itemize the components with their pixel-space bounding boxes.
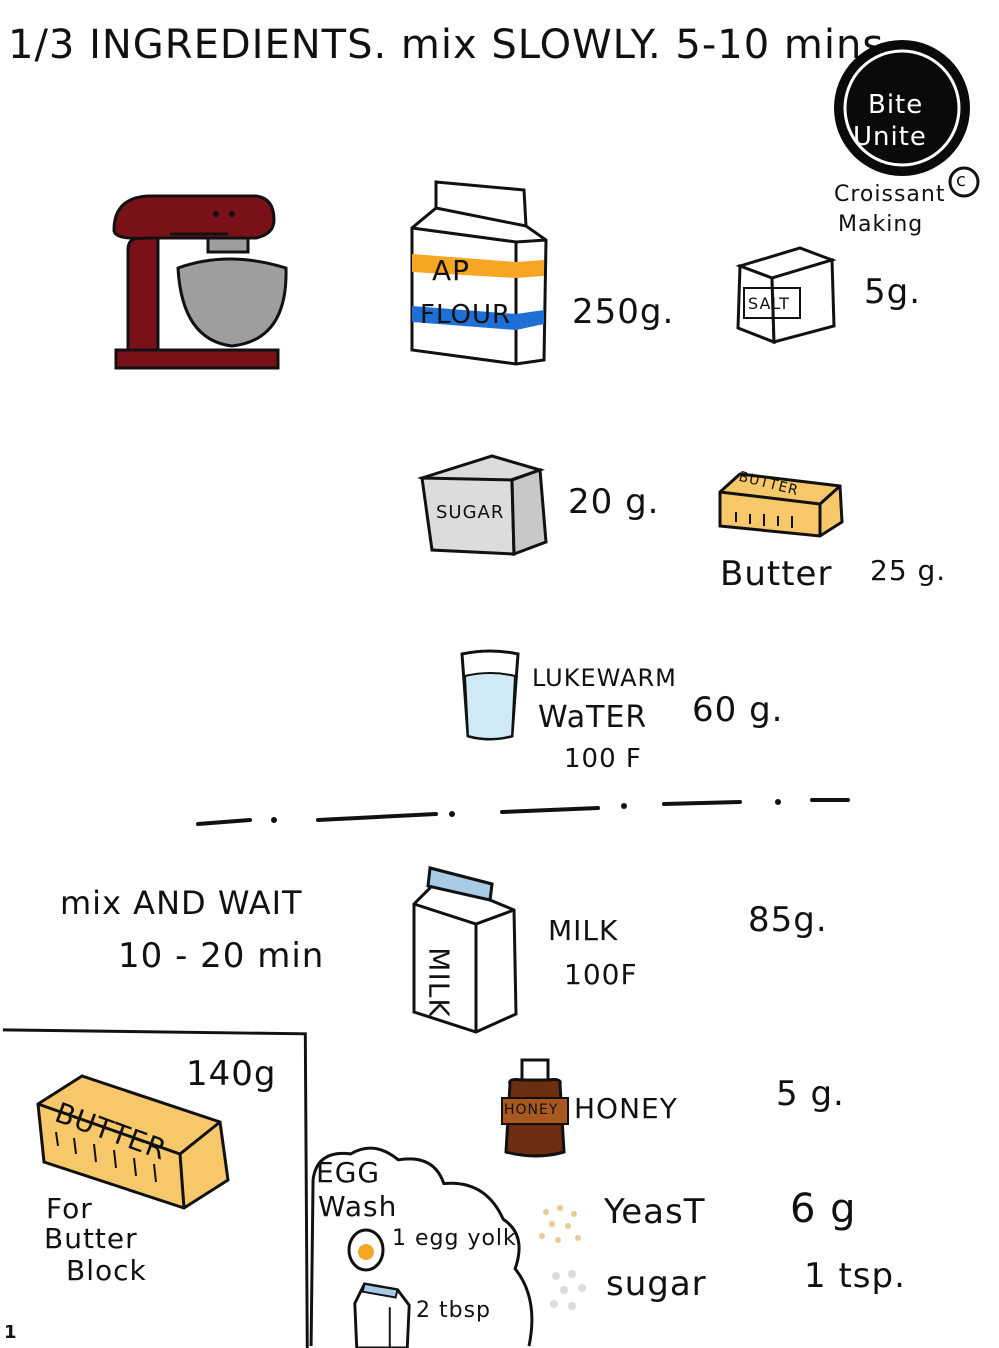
- butter-amount: 25 g.: [870, 554, 947, 587]
- milk-temperature: 100F: [564, 958, 638, 991]
- sugar-amount: 20 g.: [568, 482, 660, 522]
- stand-mixer-icon: [112, 194, 288, 370]
- milk-carton-label: MILK: [422, 947, 456, 1018]
- flour-label-line1: AP: [432, 254, 471, 287]
- egg-wash-cloud: [309, 1146, 534, 1347]
- salt-box-icon: [735, 246, 837, 345]
- milk-carton-icon: [412, 866, 518, 1034]
- logo-sub-line1: Croissant: [834, 182, 946, 207]
- flour-amount: 250g.: [572, 292, 675, 332]
- butter-stick-icon: [718, 472, 844, 538]
- bite-unite-logo: [834, 40, 980, 198]
- sugar-box-label: SUGAR: [436, 502, 505, 523]
- butter-label: Butter: [720, 554, 833, 594]
- sugar-granules-icon: [550, 1270, 586, 1310]
- butter-block-line1: For: [46, 1192, 93, 1225]
- flour-carton-icon: [410, 180, 548, 366]
- water-temperature: 100 F: [564, 744, 642, 774]
- page-number: 1: [4, 1322, 17, 1343]
- page-title: 1/3 INGREDIENTS. mix SLOWLY. 5-10 mins.: [8, 22, 898, 68]
- flour-label-line2: FLOUR: [420, 300, 512, 330]
- copyright-letter: c: [956, 170, 966, 191]
- butter-block-line2: Butter: [44, 1222, 138, 1255]
- water-label-line1: LUKEWARM: [532, 664, 677, 692]
- water-label-line2: WaTER: [538, 700, 648, 735]
- mix-wait-instruction-line1: mix AND WAIT: [60, 884, 303, 922]
- butter-block-amount: 140g: [186, 1054, 277, 1094]
- egg-wash-title-line1: EGG: [316, 1156, 381, 1189]
- sugar-small-label: sugar: [606, 1264, 707, 1304]
- honey-jar-label: HONEY: [504, 1102, 559, 1118]
- egg-yolk-icon: [347, 1228, 385, 1272]
- logo-line1: Bite: [868, 90, 924, 120]
- butter-block-icon: [36, 1074, 230, 1210]
- egg-wash-item2: 2 tbsp: [416, 1298, 492, 1323]
- honey-label: HONEY: [574, 1092, 678, 1125]
- honey-amount: 5 g.: [776, 1074, 845, 1114]
- logo-line2: Unite: [853, 122, 927, 152]
- milk-amount: 85g.: [748, 900, 828, 940]
- salt-box-label: SALT: [748, 294, 790, 313]
- egg-wash-title-line2: Wash: [318, 1190, 398, 1223]
- yeast-amount: 6 g: [790, 1186, 857, 1232]
- honey-jar-icon: [501, 1058, 569, 1158]
- egg-wash-item1: 1 egg yolk: [392, 1226, 517, 1251]
- yeast-granules-icon: [539, 1205, 581, 1243]
- copyright-icon: [948, 166, 980, 198]
- salt-amount: 5g.: [864, 272, 922, 312]
- butter-block-frame: [2, 1028, 309, 1348]
- sugar-box-icon: [417, 454, 548, 557]
- water-glass-icon: [460, 649, 520, 741]
- yeast-label: YeasT: [604, 1192, 706, 1232]
- water-amount: 60 g.: [692, 690, 784, 730]
- butter-block-line3: Block: [66, 1254, 147, 1287]
- mix-wait-instruction-line2: 10 - 20 min: [118, 936, 325, 976]
- section-divider: [196, 798, 850, 826]
- sugar-small-amount: 1 tsp.: [804, 1256, 906, 1296]
- logo-sub-line2: Making: [838, 212, 924, 237]
- mini-milk-carton-icon: [353, 1282, 411, 1348]
- milk-label: MILK: [548, 914, 619, 947]
